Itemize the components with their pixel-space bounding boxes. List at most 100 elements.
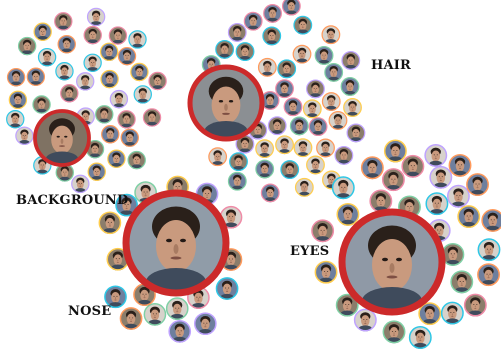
face-thumbnail: [309, 118, 327, 136]
face-thumbnail: [402, 156, 423, 178]
face-thumbnail: [448, 186, 469, 208]
eyes-cluster: [312, 140, 501, 349]
face-thumbnail: [131, 63, 148, 81]
face-thumbnail: [88, 8, 105, 26]
face-thumbnail: [120, 308, 141, 330]
face-thumbnail: [290, 117, 308, 135]
face-thumbnail: [77, 73, 94, 91]
face-thumbnail: [9, 91, 26, 109]
face-thumbnail: [383, 321, 404, 343]
face-thumbnail: [294, 16, 312, 34]
face-thumbnail: [230, 153, 248, 171]
face-thumbnail: [149, 72, 166, 90]
face-thumbnail: [293, 45, 311, 63]
face-thumbnail: [419, 303, 440, 325]
face-thumbnail: [256, 160, 274, 178]
hero-face: [35, 111, 89, 167]
face-thumbnail: [281, 161, 299, 179]
face-thumbnail: [284, 98, 302, 116]
face-thumbnail: [96, 106, 113, 124]
face-thumbnail: [84, 54, 101, 72]
face-thumbnail: [56, 63, 73, 81]
face-thumbnail: [143, 109, 160, 127]
face-thumbnail: [283, 0, 301, 15]
face-thumbnail: [344, 99, 362, 117]
face-thumbnail: [347, 124, 365, 142]
face-thumbnail: [7, 111, 24, 129]
face-thumbnail: [467, 174, 488, 196]
face-thumbnail: [276, 136, 294, 154]
face-thumbnail: [101, 70, 118, 88]
face-thumbnail: [121, 129, 138, 147]
face-thumbnail: [7, 69, 24, 87]
background-cluster: [7, 8, 167, 193]
face-thumbnail: [129, 31, 146, 49]
face-thumbnail: [209, 148, 227, 166]
face-thumbnail: [425, 145, 446, 167]
face-thumbnail: [169, 321, 190, 343]
face-thumbnail: [307, 156, 325, 174]
face-thumbnail: [228, 172, 246, 190]
face-thumbnail: [294, 139, 312, 157]
face-thumbnail: [449, 155, 470, 177]
face-thumbnail: [383, 169, 404, 191]
face-thumbnail: [259, 59, 277, 77]
face-thumbnail: [128, 151, 145, 169]
face-thumbnail: [108, 150, 125, 168]
face-thumbnail: [216, 41, 234, 59]
face-thumbnail: [144, 304, 165, 326]
face-thumbnail: [442, 302, 463, 324]
face-thumbnail: [55, 13, 72, 31]
face-thumbnail: [61, 85, 78, 103]
face-thumbnail: [19, 37, 36, 55]
face-thumbnail: [102, 126, 119, 144]
face-thumbnail: [236, 43, 254, 61]
face-thumbnail: [322, 93, 340, 111]
face-thumbnail: [261, 184, 279, 202]
face-thumbnail: [355, 309, 376, 331]
face-thumbnail: [458, 206, 479, 228]
face-thumbnail: [478, 264, 499, 286]
face-thumbnail: [16, 127, 33, 145]
face-thumbnail: [195, 313, 216, 335]
face-thumbnail: [329, 112, 347, 130]
face-thumbnail: [34, 23, 51, 41]
face-thumbnail: [118, 48, 135, 66]
face-thumbnail: [342, 52, 360, 70]
face-thumbnail: [426, 193, 447, 215]
face-thumbnail: [38, 49, 55, 67]
face-thumbnail: [362, 157, 383, 179]
face-thumbnail: [482, 210, 501, 232]
face-thumbnail: [88, 163, 105, 181]
face-thumbnail: [244, 12, 262, 30]
face-thumbnail: [27, 68, 44, 86]
face-thumbnail: [263, 27, 281, 45]
label-eyes: EYES: [290, 244, 329, 259]
face-thumbnail: [84, 26, 101, 44]
face-thumbnail: [478, 239, 499, 261]
face-thumbnail: [341, 78, 359, 96]
label-nose: NOSE: [68, 304, 111, 319]
face-thumbnail: [99, 212, 120, 234]
face-thumbnail: [315, 262, 336, 284]
face-thumbnail: [410, 327, 431, 349]
face-thumbnail: [451, 271, 472, 293]
face-thumbnail: [101, 43, 118, 61]
face-thumbnail: [58, 36, 75, 54]
face-thumbnail: [264, 5, 282, 23]
face-thumbnail: [307, 80, 325, 98]
face-thumbnail: [322, 26, 340, 44]
hero-face: [342, 212, 442, 315]
face-thumbnail: [278, 60, 296, 78]
face-thumbnail: [325, 64, 343, 82]
face-thumbnail: [276, 80, 294, 98]
face-thumbnail: [296, 179, 314, 197]
face-thumbnail: [134, 86, 151, 104]
face-thumbnail: [109, 27, 126, 45]
label-hair: HAIR: [371, 58, 411, 73]
face-thumbnail: [256, 140, 274, 158]
hair-cluster: [190, 0, 365, 202]
face-thumbnail: [430, 167, 451, 189]
face-thumbnail: [303, 100, 321, 118]
face-thumbnail: [465, 294, 486, 316]
